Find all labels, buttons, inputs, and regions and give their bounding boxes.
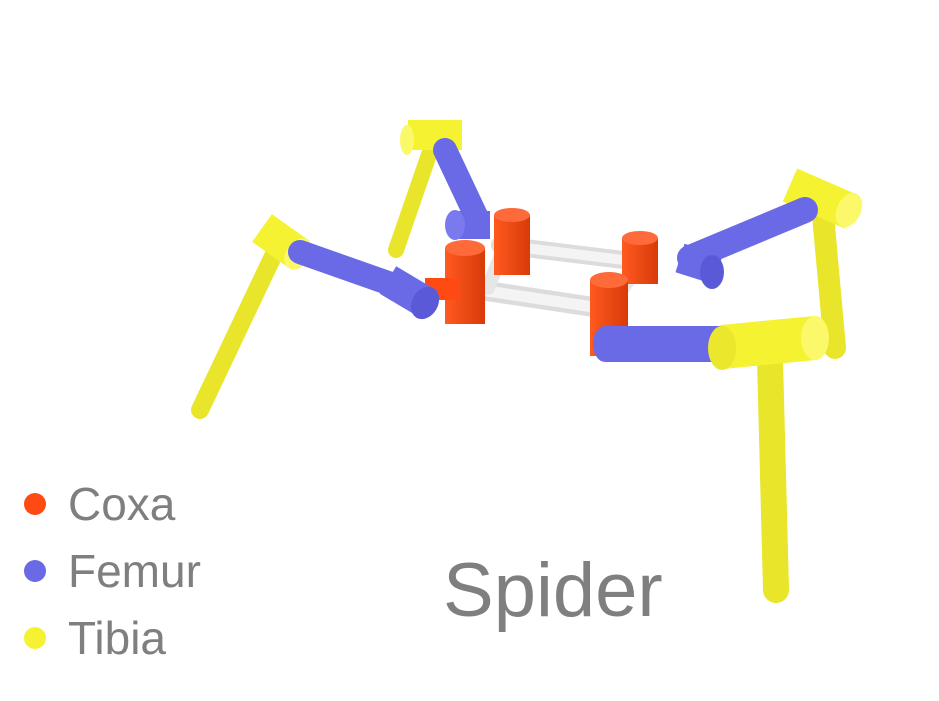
legend-item-femur: Femur [24,537,201,604]
tibia-segment [812,204,846,359]
legend-label-tibia: Tibia [68,611,166,664]
diagram-title: Spider [443,548,663,633]
tibia-color-dot [24,626,46,649]
tibia-segment [757,347,789,603]
leg-front-left [191,214,440,419]
legend-item-coxa: Coxa [24,470,201,537]
femur-segment [433,138,490,232]
tibia-joint [719,316,818,369]
coxa-color-dot [24,492,46,515]
femur-color-dot [24,559,46,582]
legend: Coxa Femur Tibia [24,470,201,671]
legend-label-coxa: Coxa [68,477,176,530]
tibia-segment [388,132,442,258]
legend-item-tibia: Tibia [24,604,201,671]
leg-back-left [388,120,490,258]
femur-segment [677,197,818,271]
coxa-joints [425,208,658,356]
legend-label-femur: Femur [68,544,201,597]
leg-front-right [593,316,829,603]
tibia-segment [191,243,284,419]
leg-back-right [675,168,863,359]
